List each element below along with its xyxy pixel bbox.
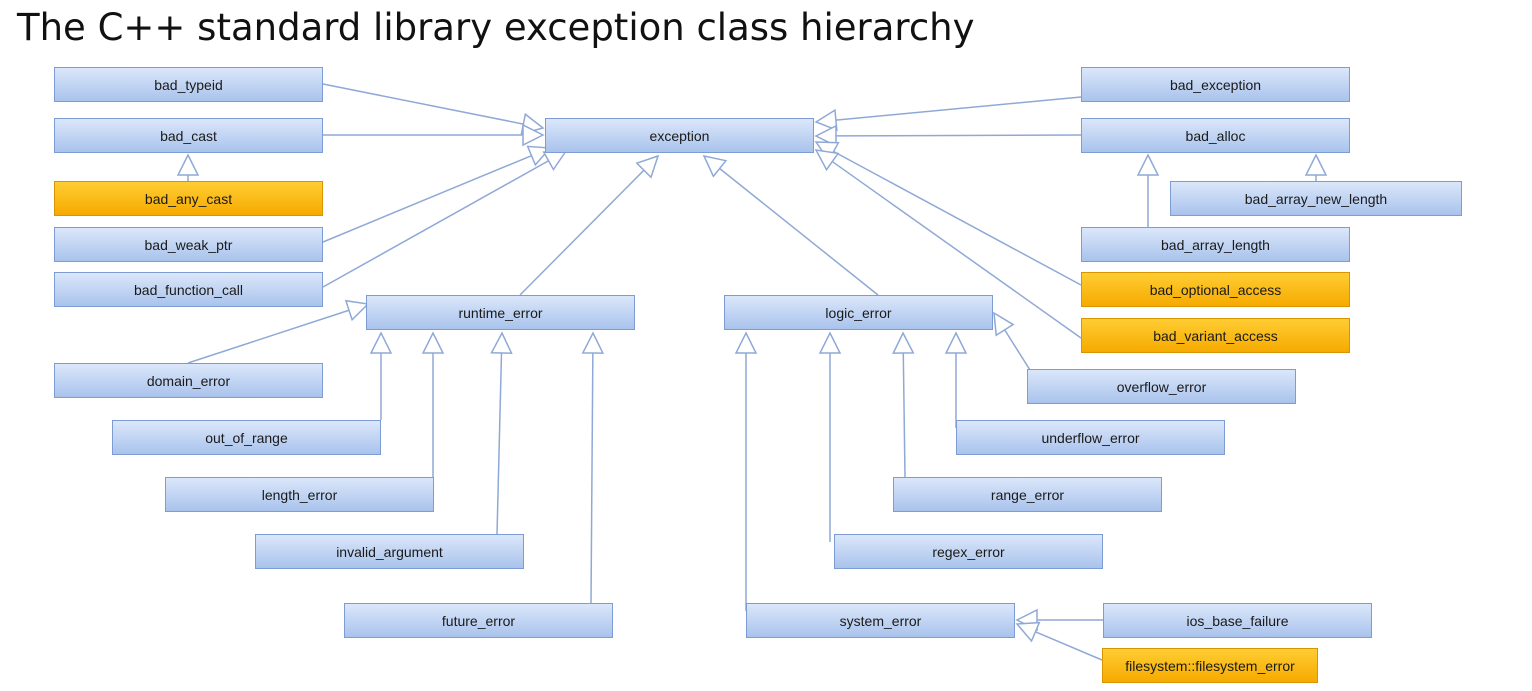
edge-bad-optional-access-to-exception bbox=[833, 150, 1082, 286]
class-box-exception: exception bbox=[545, 118, 814, 153]
edge-runtime-error-to-exception bbox=[519, 169, 645, 296]
inheritance-arrowhead-bad-any-cast-to-bad-cast bbox=[176, 153, 200, 176]
inheritance-arrowhead-length-error-to-runtime-error bbox=[421, 331, 445, 354]
edge-bad-function-call-to-exception bbox=[322, 160, 549, 288]
class-box-underflow-error: underflow_error bbox=[956, 420, 1225, 455]
class-box-overflow-error: overflow_error bbox=[1027, 369, 1296, 404]
inheritance-arrowhead-bad-function-call-to-exception bbox=[542, 150, 568, 171]
class-box-invalid-argument: invalid_argument bbox=[255, 534, 524, 569]
class-box-bad-alloc: bad_alloc bbox=[1081, 118, 1350, 153]
page-title: The C++ standard library exception class… bbox=[17, 6, 975, 49]
class-box-length-error: length_error bbox=[165, 477, 434, 512]
inheritance-arrowhead-runtime-error-to-exception bbox=[635, 154, 660, 179]
inheritance-arrowhead-overflow-error-to-logic-error bbox=[993, 311, 1015, 337]
edge-bad-typeid-to-exception bbox=[322, 83, 524, 125]
class-box-bad-optional-access: bad_optional_access bbox=[1081, 272, 1350, 307]
class-box-filesystem-error: filesystem::filesystem_error bbox=[1102, 648, 1318, 683]
inheritance-arrowhead-bad-exception-to-exception bbox=[814, 108, 838, 132]
class-box-bad-cast: bad_cast bbox=[54, 118, 323, 153]
edge-invalid-argument-to-runtime-error bbox=[496, 352, 503, 535]
inheritance-arrowhead-bad-variant-access-to-exception bbox=[814, 149, 840, 172]
inheritance-arrowhead-regex-error-to-logic-error bbox=[818, 331, 842, 354]
class-box-bad-any-cast: bad_any_cast bbox=[54, 181, 323, 216]
inheritance-arrowhead-bad-array-new-length-to-bad-alloc bbox=[1304, 153, 1328, 176]
class-box-ios-base-failure: ios_base_failure bbox=[1103, 603, 1372, 638]
inheritance-arrowhead-bad-weak-ptr-to-exception bbox=[526, 145, 552, 167]
inheritance-arrowhead-future-error-to-runtime-error bbox=[581, 331, 605, 354]
class-box-domain-error: domain_error bbox=[54, 363, 323, 398]
inheritance-arrowhead-bad-array-length-to-bad-alloc bbox=[1136, 153, 1160, 176]
inheritance-arrowhead-invalid-argument-to-runtime-error bbox=[490, 331, 513, 355]
class-box-range-error: range_error bbox=[893, 477, 1162, 512]
edge-bad-variant-access-to-exception bbox=[831, 160, 1082, 339]
class-box-bad-exception: bad_exception bbox=[1081, 67, 1350, 102]
edge-range-error-to-logic-error bbox=[902, 352, 906, 478]
class-box-regex-error: regex_error bbox=[834, 534, 1103, 569]
class-box-bad-function-call: bad_function_call bbox=[54, 272, 323, 307]
edge-domain-error-to-runtime-error bbox=[187, 309, 350, 364]
edge-bad-exception-to-exception bbox=[835, 96, 1082, 121]
class-box-runtime-error: runtime_error bbox=[366, 295, 635, 330]
class-box-bad-variant-access: bad_variant_access bbox=[1081, 318, 1350, 353]
class-box-bad-typeid: bad_typeid bbox=[54, 67, 323, 102]
class-box-bad-array-length: bad_array_length bbox=[1081, 227, 1350, 262]
inheritance-arrowhead-range-error-to-logic-error bbox=[892, 331, 915, 354]
inheritance-arrowhead-domain-error-to-runtime-error bbox=[344, 299, 370, 322]
edge-bad-alloc-to-exception bbox=[835, 134, 1082, 137]
inheritance-arrowhead-logic-error-to-exception bbox=[702, 154, 728, 178]
inheritance-arrowhead-bad-cast-to-exception bbox=[522, 123, 545, 147]
inheritance-arrowhead-underflow-error-to-logic-error bbox=[944, 331, 968, 354]
inheritance-arrowhead-bad-alloc-to-exception bbox=[814, 124, 837, 148]
inheritance-arrowhead-filesystem-error-to-system-error bbox=[1015, 621, 1041, 643]
edge-filesystem-error-to-system-error bbox=[1035, 631, 1103, 661]
class-box-out-of-range: out_of_range bbox=[112, 420, 381, 455]
edge-logic-error-to-exception bbox=[719, 167, 879, 296]
edge-overflow-error-to-logic-error bbox=[1004, 329, 1031, 371]
inheritance-arrowhead-out-of-range-to-runtime-error bbox=[369, 331, 393, 354]
edge-future-error-to-runtime-error bbox=[590, 352, 594, 604]
class-box-future-error: future_error bbox=[344, 603, 613, 638]
edge-bad-weak-ptr-to-exception bbox=[322, 154, 532, 243]
class-box-bad-weak-ptr: bad_weak_ptr bbox=[54, 227, 323, 262]
class-box-system-error: system_error bbox=[746, 603, 1015, 638]
class-box-bad-array-new-length: bad_array_new_length bbox=[1170, 181, 1462, 216]
inheritance-arrowhead-system-error-to-logic-error bbox=[734, 331, 758, 354]
class-box-logic-error: logic_error bbox=[724, 295, 993, 330]
